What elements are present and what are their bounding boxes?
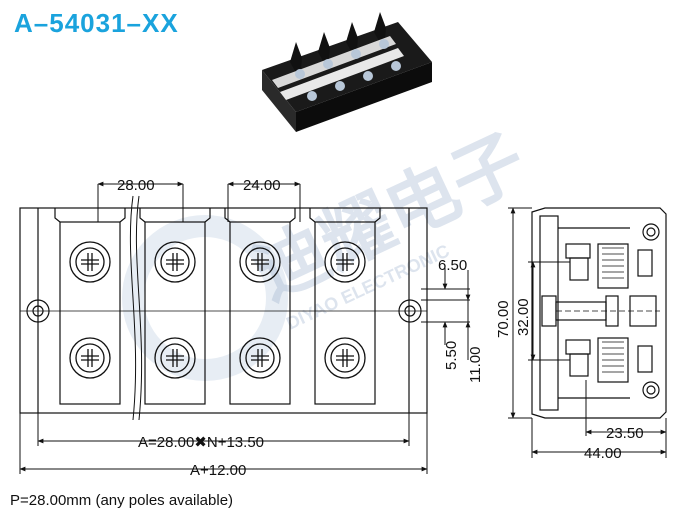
screw	[324, 337, 366, 379]
dim-32: 32.00	[515, 298, 532, 336]
dim-gap: 24.00	[243, 177, 281, 194]
dim-pitch: 28.00	[117, 177, 155, 194]
dim-total: A+12.00	[190, 462, 246, 479]
dim-a: A=28.00✖N+13.50	[138, 434, 264, 451]
dim-width: 44.00	[584, 445, 622, 462]
screw	[69, 241, 111, 283]
front-body-outline	[19, 207, 428, 414]
screw	[239, 337, 281, 379]
screw	[154, 337, 196, 379]
product-photo	[262, 12, 432, 132]
front-view	[19, 195, 428, 421]
footer-note: P=28.00mm (any poles available)	[10, 492, 234, 509]
dim-height: 70.00	[495, 300, 512, 338]
product-title: A–54031–XX	[14, 8, 179, 38]
screw-row-bottom	[69, 337, 366, 379]
dim-2350: 23.50	[606, 425, 644, 442]
screw	[239, 241, 281, 283]
side-view	[531, 207, 667, 419]
front-dimensions	[19, 181, 471, 474]
screw-row-top	[69, 241, 366, 283]
side-dimensions	[508, 207, 667, 458]
side-body-outline	[531, 207, 667, 419]
screw	[69, 337, 111, 379]
screw	[324, 241, 366, 283]
dim-550: 5.50	[443, 341, 460, 370]
dim-650: 6.50	[438, 257, 467, 274]
screw	[154, 241, 196, 283]
dim-1100: 11.00	[467, 347, 484, 383]
